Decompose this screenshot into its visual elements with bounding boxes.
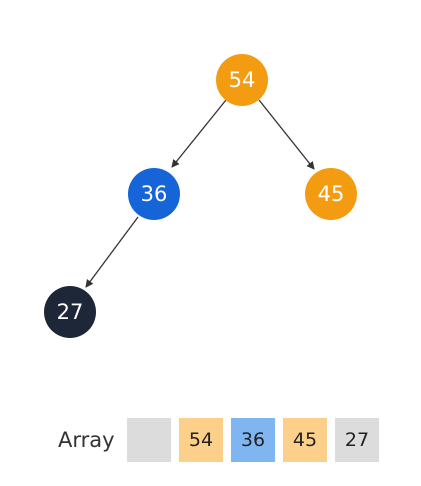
array-cell-4: 27 — [335, 418, 379, 462]
array-cell-4-value: 27 — [344, 429, 370, 451]
array-cell-1-value: 54 — [188, 429, 214, 451]
tree-node-27-circle — [44, 286, 96, 338]
tree-node-45-label: 45 — [318, 182, 345, 206]
array-cell-0 — [127, 418, 171, 462]
tree-node-36: 36 — [128, 168, 180, 220]
tree-node-36-circle — [128, 168, 180, 220]
edge-54-to-36 — [171, 99, 227, 168]
edge-36-to-27 — [85, 216, 139, 288]
edge-54-to-45 — [258, 99, 315, 170]
tree-node-27: 27 — [44, 286, 96, 338]
array-cell-3: 45 — [283, 418, 327, 462]
array-cell-1: 54 — [179, 418, 223, 462]
array-cell-2-value: 36 — [240, 429, 266, 451]
tree-node-54-label: 54 — [229, 68, 256, 92]
tree-node-45: 45 — [305, 168, 357, 220]
tree-node-54: 54 — [216, 54, 268, 106]
array-cell-3-value: 45 — [292, 429, 318, 451]
array-label: Array — [58, 428, 115, 452]
tree-node-36-label: 36 — [141, 182, 168, 206]
array-cell-2: 36 — [231, 418, 275, 462]
tree-node-27-label: 27 — [57, 300, 84, 324]
tree-node-54-circle — [216, 54, 268, 106]
array-row: Array 54 36 45 27 — [58, 418, 387, 462]
tree-node-45-circle — [305, 168, 357, 220]
